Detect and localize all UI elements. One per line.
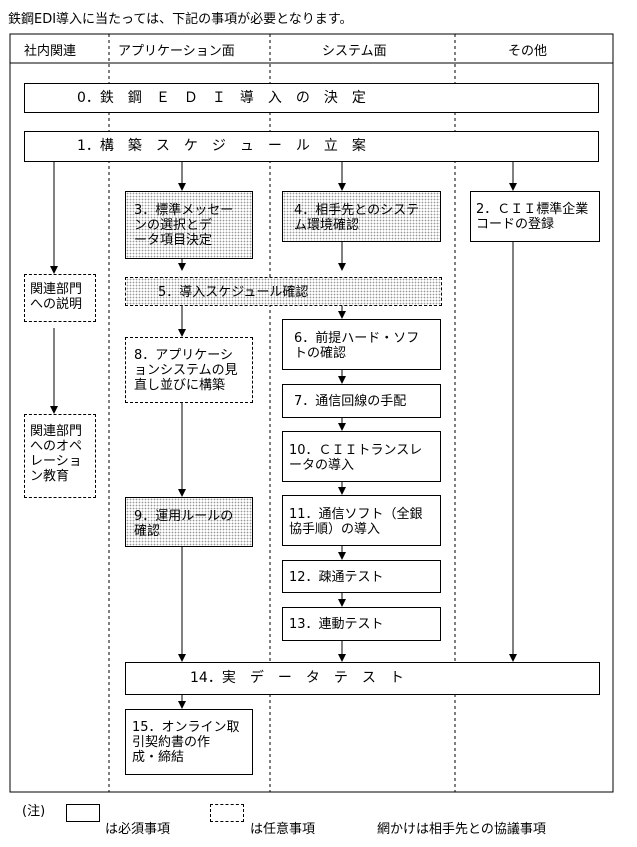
internal-briefing: 関連部門 への説明 — [24, 274, 96, 322]
legend-optional-label: は任意事項 — [250, 822, 316, 837]
internal-briefing-label: 関連部門 への説明 — [30, 282, 83, 312]
step-15-label: 15．オンライン取 引契約書の作 成・締結 — [132, 720, 240, 765]
step-8-app-system-review: 8．アプリケーシ ョンシステムの見 直し並びに構築 — [125, 337, 253, 403]
step-11-label: 11．通信ソフト（全銀 協手順）の導入 — [289, 507, 423, 537]
step-4-label: 4．相手先とのシステ ム環境確認 — [294, 203, 420, 233]
column-header-application: アプリケーション面 — [118, 44, 235, 59]
internal-operation-training-label: 関連部門 へのオペ レーショ ン教育 — [30, 424, 83, 484]
step-14-live-data-test: 14．実 デ ー タ テ ス ト — [125, 662, 600, 695]
step-0-decide-edi: 0．鉄 鋼 Ｅ Ｄ Ｉ 導 入 の 決 定 — [24, 83, 599, 113]
step-5-label: 5．導入スケジュール確認 — [158, 285, 309, 300]
step-3-standard-message: 3．標準メッセー ンの選択とデ ータ項目決定 — [125, 191, 253, 259]
step-13-label: 13．連動テスト — [289, 617, 384, 632]
legend-optional-swatch — [210, 804, 244, 822]
step-14-label: 14．実 デ ー タ テ ス ト — [190, 670, 404, 686]
step-10-label: 10．ＣＩＩトランスレ ータの導入 — [289, 443, 423, 473]
step-10-cii-translator: 10．ＣＩＩトランスレ ータの導入 — [282, 431, 441, 482]
column-header-other: その他 — [508, 44, 548, 59]
step-6-hw-sw-check: 6．前提ハード・ソフ トの確認 — [282, 319, 441, 370]
step-2-label: 2．ＣＩＩ標準企業 コードの登録 — [476, 202, 589, 232]
step-1-schedule-plan: 1．構 築 ス ケ ジ ュ ー ル 立 案 — [24, 131, 599, 162]
column-header-internal: 社内関連 — [24, 44, 77, 59]
legend-note: (注) — [22, 804, 46, 819]
step-2-cii-company-code: 2．ＣＩＩ標準企業 コードの登録 — [470, 191, 600, 242]
step-12-label: 12．疎通テスト — [289, 570, 384, 585]
step-11-comm-software: 11．通信ソフト（全銀 協手順）の導入 — [282, 495, 441, 546]
step-9-label: 9．運用ルールの 確認 — [134, 509, 234, 539]
intro-text: 鉄鋼EDI導入に当たっては、下記の事項が必要となります。 — [8, 12, 353, 27]
step-8-label: 8．アプリケーシ ョンシステムの見 直し並びに構築 — [134, 348, 238, 393]
step-3-label: 3．標準メッセー ンの選択とデ ータ項目決定 — [134, 203, 234, 248]
legend-required-swatch — [66, 804, 100, 822]
step-0-label: 0．鉄 鋼 Ｅ Ｄ Ｉ 導 入 の 決 定 — [77, 90, 366, 106]
step-4-partner-system-check: 4．相手先とのシステ ム環境確認 — [282, 191, 441, 242]
step-9-operation-rules: 9．運用ルールの 確認 — [125, 497, 253, 547]
step-7-label: 7．通信回線の手配 — [294, 394, 407, 409]
step-15-online-contract: 15．オンライン取 引契約書の作 成・締結 — [125, 709, 253, 775]
column-header-system: システム面 — [322, 44, 387, 59]
step-6-label: 6．前提ハード・ソフ トの確認 — [294, 331, 420, 361]
step-5-schedule-confirm: 5．導入スケジュール確認 — [125, 277, 442, 306]
step-13-integration-test: 13．連動テスト — [282, 607, 441, 641]
legend-required-label: は必須事項 — [105, 822, 171, 837]
legend-shaded-label: 網かけは相手先との協議事項 — [377, 822, 546, 837]
step-1-label: 1．構 築 ス ケ ジ ュ ー ル 立 案 — [77, 138, 366, 154]
step-7-line-arrangement: 7．通信回線の手配 — [282, 384, 441, 418]
step-12-connectivity-test: 12．疎通テスト — [282, 560, 441, 593]
internal-operation-training: 関連部門 へのオペ レーショ ン教育 — [24, 414, 96, 498]
